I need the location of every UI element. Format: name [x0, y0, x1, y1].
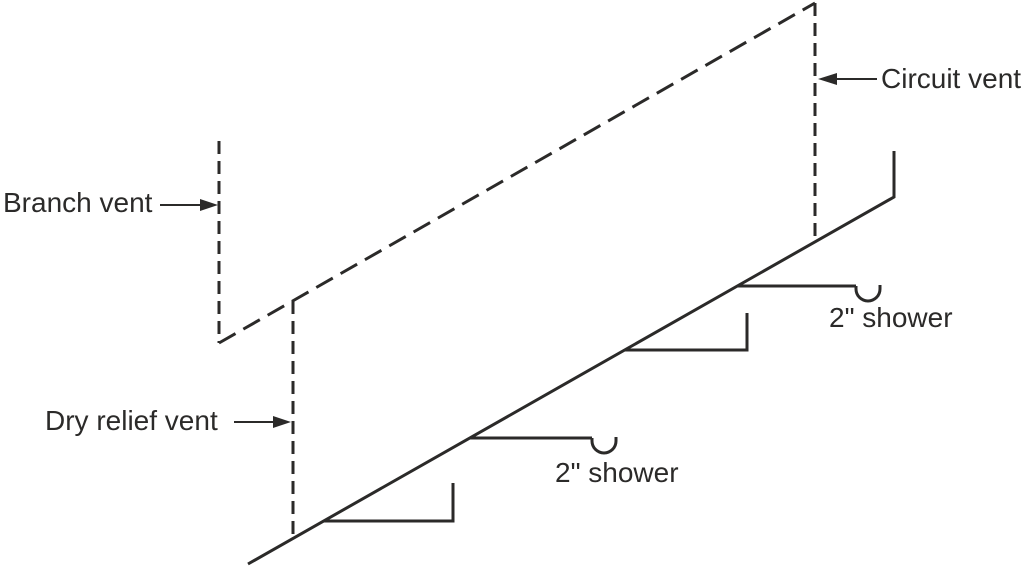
- diagram-labels: Branch vent Circuit vent Dry relief vent…: [3, 63, 1021, 488]
- dry-relief-vent-label: Dry relief vent: [45, 405, 218, 436]
- circuit-vent-label: Circuit vent: [881, 63, 1021, 94]
- fixture-arm-stub-lower: [324, 483, 455, 523]
- branch-vent-arrowhead-icon: [200, 199, 218, 211]
- horizontal-drain-branch: [247, 151, 896, 566]
- vent-piping-dashed: [217, 1, 817, 538]
- callout-arrows: [160, 73, 877, 428]
- fixture-arm-stub-upper: [625, 313, 749, 352]
- shower-upper-label: 2" shower: [829, 302, 953, 333]
- trap-icon-lower-shower: [590, 437, 618, 455]
- shower-lower-label: 2" shower: [555, 457, 679, 488]
- drain-piping-solid: [247, 151, 896, 566]
- circuit-vent-arrowhead-icon: [818, 73, 837, 85]
- branch-vent-label: Branch vent: [3, 187, 153, 218]
- trap-icon-upper-shower: [854, 285, 882, 303]
- dry-relief-vent-arrowhead-icon: [273, 416, 291, 428]
- circuit-vent-horizontal-run: [218, 1, 816, 345]
